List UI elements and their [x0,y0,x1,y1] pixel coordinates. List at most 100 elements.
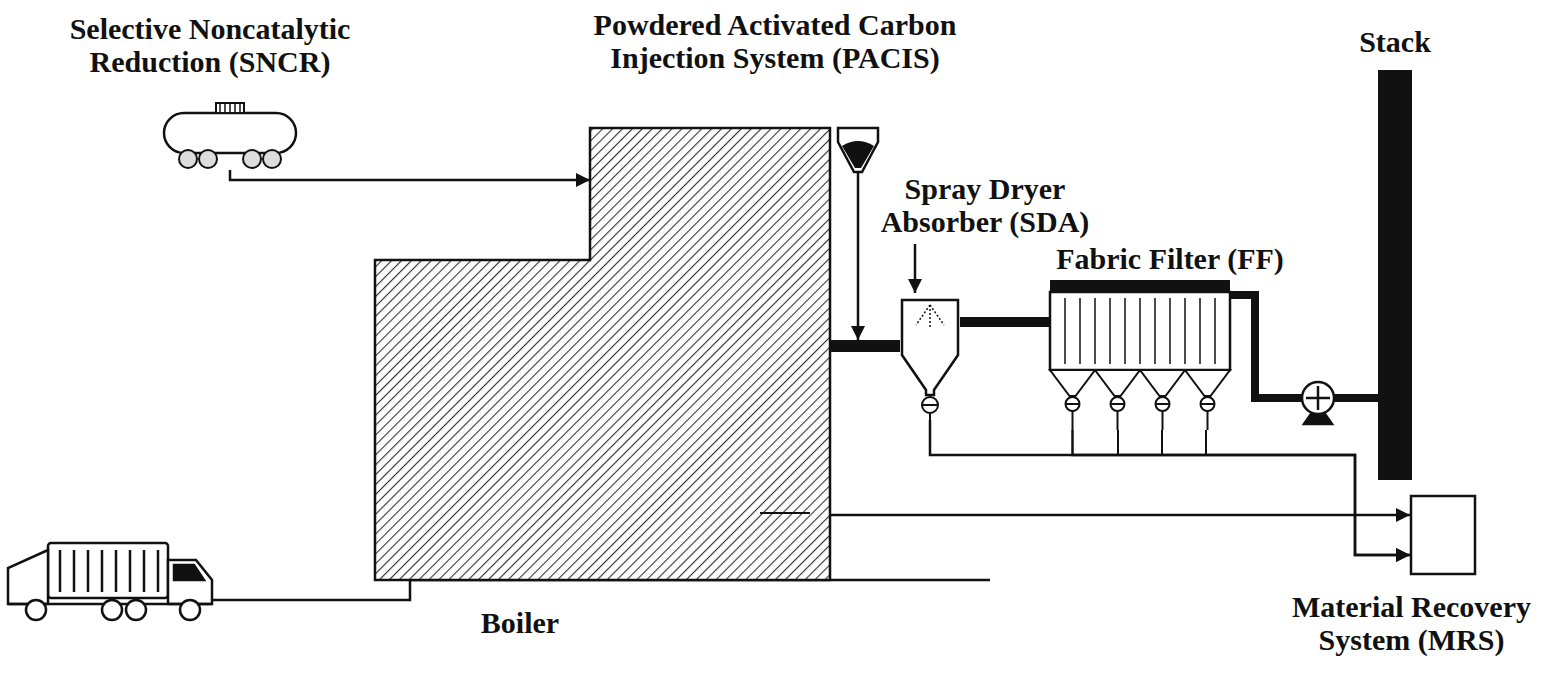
tank-hatch-rib [229,103,231,113]
ash-hopper-mark [760,512,810,514]
truck-body [48,543,168,598]
tank-hatch-rib [239,103,241,113]
truck-window [174,565,204,580]
ff-bag [1064,298,1066,364]
tank-wheel [179,150,197,168]
ff-hopper [1095,370,1140,396]
ff-valve-bar [1156,403,1170,405]
fabric-filter: Fabric Filter (FF) [1050,280,1230,430]
truck-rib [87,550,90,592]
truck-wheel [126,600,146,620]
sda-vessel [902,300,958,395]
ff-drop [1117,411,1119,430]
boiler: Boiler [375,128,830,580]
ff-bag [1154,298,1156,364]
ff-bag [1199,298,1201,364]
flow-connector [830,340,900,352]
ff-bag [1139,298,1141,364]
component-label: Stack [1325,25,1465,58]
truck-rib [59,550,62,592]
truck-rib [157,550,160,592]
flow-connector [960,317,1050,327]
component-label: Selective Noncatalytic Reduction (SNCR) [45,12,375,78]
stack: Stack [1378,70,1412,480]
flow-connector [857,172,860,340]
tank-wheel [199,150,217,168]
hopper-drop [1117,430,1119,455]
sda-valve [922,397,938,413]
ff-housing [1050,292,1230,370]
ff-drop [1207,411,1209,430]
mrs-box [1411,496,1475,574]
ff-valve-bar [1066,403,1080,405]
component-label: Spray Dryer Absorber (SDA) [860,172,1110,238]
ff-bag [1124,298,1126,364]
spray-feed-arrow [914,244,917,293]
tank-wheel [263,150,281,168]
ff-valve [1201,397,1215,411]
ff-bag [1079,298,1081,364]
ff-valve [1066,397,1080,411]
ff-valve [1156,397,1170,411]
tank-hatch-rib [224,103,226,113]
truck-wheel [26,600,46,620]
ff-bag [1109,298,1111,364]
ff-hopper [1140,370,1185,396]
ff-valve-bar [1111,403,1125,405]
stack-body [1378,70,1412,480]
component-label: Boiler [420,606,620,639]
flow-connector [1230,295,1378,398]
carbon-hopper-shape [838,128,878,172]
truck-rib [143,550,146,592]
truck-rib [101,550,104,592]
sda-valve-bar [922,404,938,406]
boiler-outline [375,128,830,580]
ff-bag [1214,298,1216,364]
sncr-tank: Selective Noncatalytic Reduction (SNCR) [160,95,300,170]
boiler-shape [375,128,830,580]
ff-hopper [1185,370,1230,396]
tank-wheel [243,150,261,168]
truck-rib [115,550,118,592]
flow-connector [230,170,590,180]
ff-hopper [1050,370,1095,396]
garbage-truck [8,543,212,620]
tank-hatch-rib [234,103,236,113]
component-label: Powdered Activated Carbon Injection Syst… [560,8,990,74]
ff-roof [1050,280,1230,292]
flow-connector [930,420,1410,555]
truck-rear [8,550,48,604]
tank-hatch-rib [219,103,221,113]
ff-drop [1162,411,1164,430]
tank-body [164,113,296,153]
id-fan [1302,382,1334,424]
material-recovery-box: Material Recovery System (MRS) [1410,495,1476,575]
ground-line [212,580,990,600]
hopper-drop [1161,430,1163,455]
truck-wheel [102,600,122,620]
spray-dryer-absorber-shape [900,295,960,420]
fan-housing [1302,382,1334,414]
carbon-hopper: Powdered Activated Carbon Injection Syst… [838,128,878,172]
flow-connector [830,514,1410,517]
hopper-outline [838,128,878,172]
truck-wheel [180,600,200,620]
ff-bag [1094,298,1096,364]
sda-drop [929,413,931,420]
hopper-drop-lines [1118,430,1206,455]
sda-spray [916,305,944,327]
truck-ribs [60,550,158,592]
truck-rib [73,550,76,592]
ff-bag [1169,298,1171,364]
truck-cab [168,560,212,604]
ff-bag [1184,298,1186,364]
ff-drop [1072,411,1074,430]
hopper-drop [1205,430,1207,455]
material-recovery-box-shape [1410,495,1476,575]
fan-blade [1317,386,1320,410]
spray-dryer-absorber: Spray Dryer Absorber (SDA) [900,295,960,420]
flow-connector [1073,430,1411,555]
sncr-tank-shape [160,95,300,170]
stack-shape [1378,70,1412,480]
